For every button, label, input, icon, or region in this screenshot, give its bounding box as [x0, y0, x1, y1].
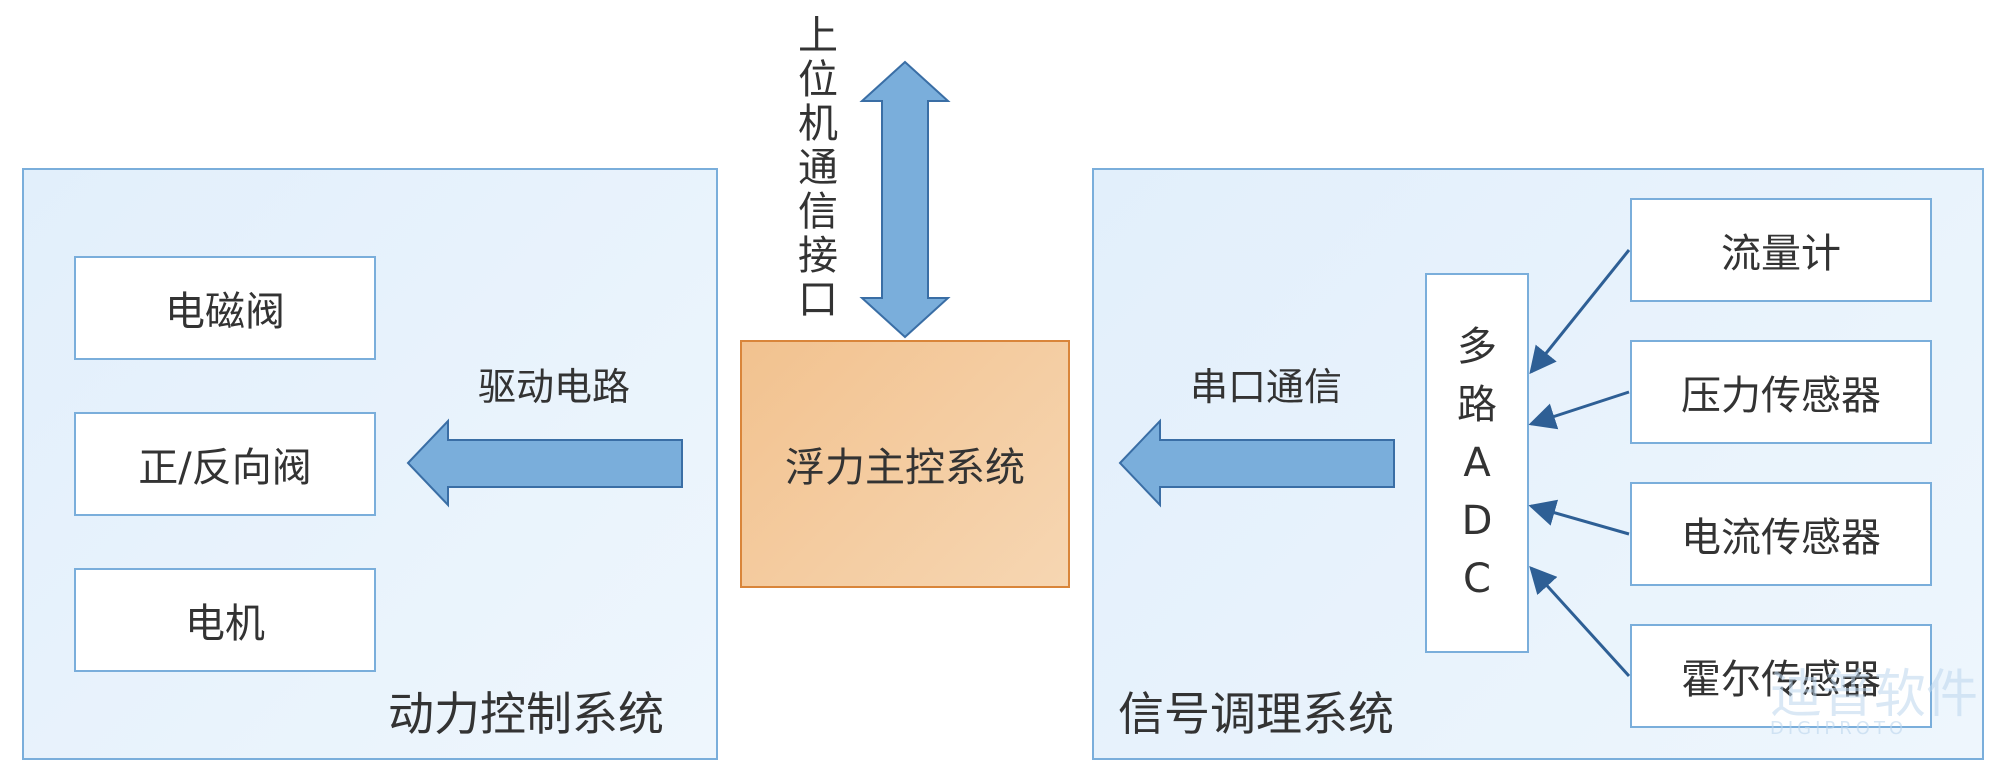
multi-channel-adc-box: 多 路 A D C: [1425, 273, 1529, 653]
hall-sensor-box: 霍尔传感器: [1630, 624, 1932, 728]
host-comm-char: 通: [798, 145, 838, 191]
solenoid-valve-box: 电磁阀: [74, 256, 376, 360]
host-comm-char: 口: [798, 277, 838, 323]
motor-box: 电机: [74, 568, 376, 672]
host-comm-char: 位: [798, 57, 838, 103]
watermark-sub: DIGIPROTO: [1770, 718, 1908, 739]
buoyancy-main-control-box: 浮力主控系统: [740, 340, 1070, 588]
host-comm-double-arrow: [859, 60, 951, 339]
hall-sensor-connector: [1529, 566, 1631, 678]
host-comm-interface-label: 上 位 机 通 信 接 口: [792, 14, 844, 322]
host-comm-char: 接: [798, 233, 838, 279]
power-control-title: 动力控制系统: [388, 687, 664, 741]
signal-conditioning-title: 信号调理系统: [1118, 687, 1394, 741]
adc-char: 多: [1457, 324, 1497, 370]
drive-circuit-label: 驱动电路: [478, 365, 631, 409]
watermark-logo: 迪普软件: [1770, 665, 1979, 725]
current-sensor-connector: [1528, 499, 1630, 536]
drive-circuit-arrow: [406, 418, 683, 508]
adc-char: 路: [1457, 382, 1497, 428]
reversing-valve-box: 正/反向阀: [74, 412, 376, 516]
pressure-sensor-connector: [1528, 390, 1630, 430]
host-comm-char: 机: [798, 101, 838, 147]
flowmeter-box: 流量计: [1630, 198, 1932, 302]
adc-char: D: [1461, 498, 1493, 544]
adc-char: A: [1463, 440, 1491, 486]
host-comm-char: 信: [798, 189, 838, 235]
serial-comm-arrow: [1118, 418, 1395, 508]
adc-char: C: [1463, 556, 1491, 602]
pressure-sensor-box: 压力传感器: [1630, 340, 1932, 444]
serial-comm-label: 串口通信: [1190, 365, 1343, 409]
host-comm-char: 上: [798, 13, 838, 59]
flowmeter-connector: [1529, 249, 1631, 375]
current-sensor-box: 电流传感器: [1630, 482, 1932, 586]
